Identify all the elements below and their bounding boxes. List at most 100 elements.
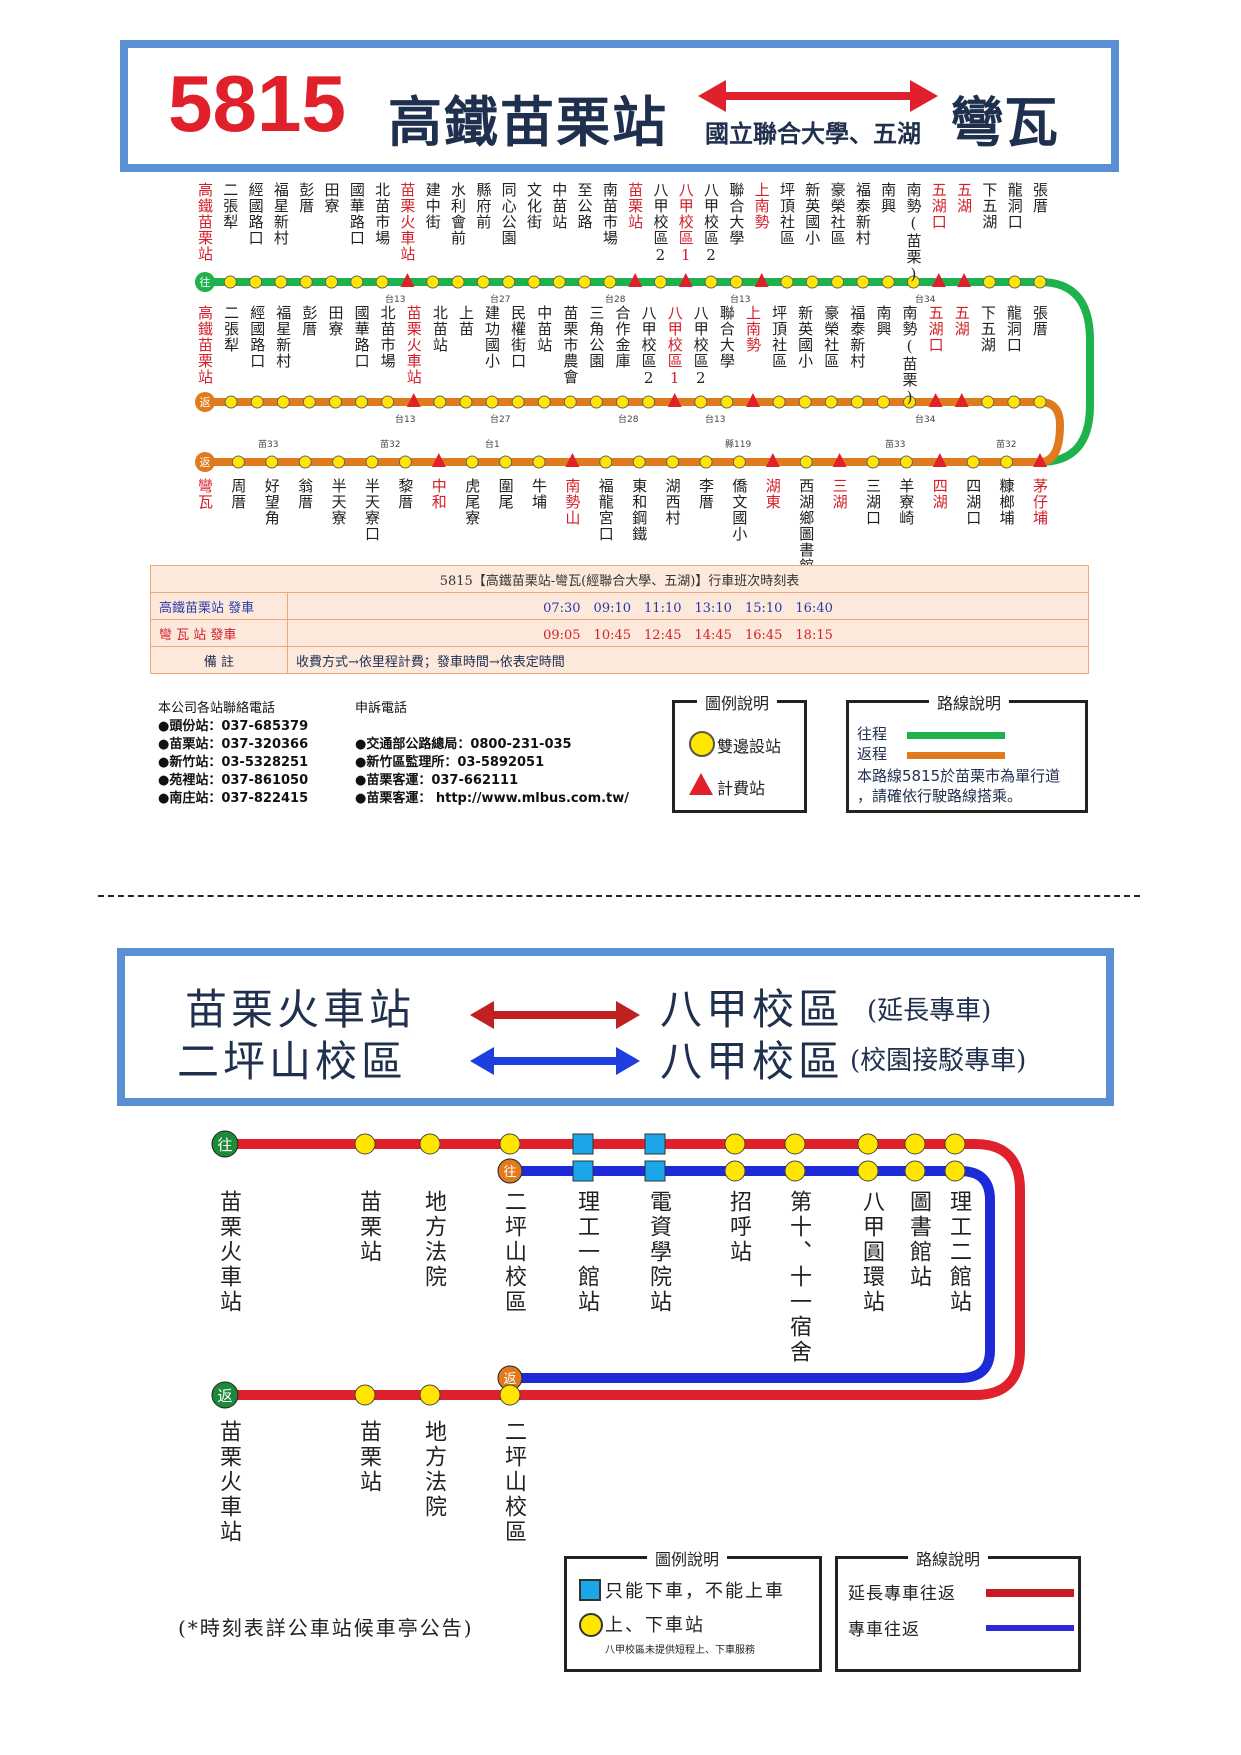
stop-label: 聯合大學 bbox=[717, 305, 736, 369]
stop-label: 經國路口 bbox=[248, 305, 267, 369]
stop-marker bbox=[772, 395, 786, 409]
schedule-table: 5815【高鐵苗栗站-彎瓦(經聯合大學、五湖)】行車班次時刻表 高鐵苗栗站 發車… bbox=[150, 565, 1089, 674]
route-header-box: 5815 高鐵苗栗站 國立聯合大學、五湖 彎瓦 bbox=[120, 40, 1119, 172]
stop-marker bbox=[398, 455, 412, 469]
stop-label: 南興 bbox=[879, 182, 898, 214]
legend-note: 八甲校區未提供短程上、下車服務 bbox=[605, 1645, 755, 1656]
stop-marker bbox=[694, 395, 708, 409]
stop-marker bbox=[944, 1133, 966, 1155]
legend-title: 圖例說明 bbox=[647, 1546, 728, 1570]
stop-marker bbox=[419, 1384, 441, 1406]
fare-stop-marker bbox=[954, 393, 969, 407]
stop-marker bbox=[527, 275, 541, 289]
stop-label: 建功國小 bbox=[483, 305, 502, 369]
svg-text:返: 返 bbox=[503, 1372, 516, 1387]
stop-label: 圍尾 bbox=[496, 478, 515, 510]
terminal-badge bbox=[195, 452, 215, 472]
complaint-item: ●交通部公路總局：0800-231-035 bbox=[355, 737, 572, 752]
stop-marker bbox=[354, 1384, 376, 1406]
stop-label: 八甲校區1 bbox=[676, 182, 695, 265]
stop-label: 第十、十一宿舍 bbox=[786, 1190, 811, 1365]
stop-label: 經國路口 bbox=[246, 182, 265, 246]
fare-stop-marker bbox=[932, 453, 947, 467]
fare-stop-marker bbox=[628, 273, 643, 287]
stop-label: 縣府前 bbox=[474, 182, 493, 230]
stop-marker bbox=[223, 275, 237, 289]
stop-marker bbox=[857, 1133, 879, 1155]
section-divider bbox=[98, 895, 1140, 897]
route-number: 5815 bbox=[168, 59, 346, 148]
stop-label: 福星新村 bbox=[271, 182, 290, 246]
route-legend-box: 路線說明 往程 返程 本路線5815於苗栗市為單行道 ，請確依行駛路線搭乘。 bbox=[846, 690, 1088, 813]
stop-label: 南興 bbox=[874, 305, 893, 337]
stop-label: 福龍宮口 bbox=[596, 478, 615, 542]
schedule-note: 收費方式→依里程計費；發車時間→依表定時間 bbox=[287, 646, 1089, 674]
stop-label: 東和鋼鐵 bbox=[630, 478, 649, 542]
stop-marker bbox=[563, 395, 577, 409]
stop-label: 張厝 bbox=[1031, 305, 1049, 337]
stop-marker bbox=[799, 455, 813, 469]
contacts-block: 本公司各站聯絡電話 ●頭份站：037-685379 ●苗栗站：037-32036… bbox=[158, 700, 308, 808]
stop-label: 南勢(苗栗) bbox=[904, 182, 923, 284]
stop-marker bbox=[603, 275, 617, 289]
schedule-label: 高鐵苗栗站 發車 bbox=[150, 592, 288, 620]
table-row: 高鐵苗栗站 發車 07:30 09:10 11:10 13:10 15:10 1… bbox=[150, 592, 1089, 620]
stop-marker bbox=[724, 1160, 746, 1182]
road-tag: 台28 bbox=[605, 295, 626, 305]
stop-label: 理工二館站 bbox=[946, 1190, 971, 1315]
legend-dropoff-label: 只能下車，不能上車 bbox=[605, 1581, 785, 1602]
blue-double-arrow-icon bbox=[470, 1047, 640, 1075]
stop-marker bbox=[876, 395, 890, 409]
stop-marker bbox=[653, 275, 667, 289]
svg-text:返: 返 bbox=[217, 1387, 232, 1405]
stop-marker bbox=[249, 275, 263, 289]
stop-label: 翁厝 bbox=[296, 478, 315, 510]
road-tag: 台27 bbox=[490, 295, 511, 305]
terminal-badge bbox=[211, 1381, 239, 1409]
road-tag: 縣119 bbox=[725, 440, 752, 450]
stop-label: 苗栗火車站 bbox=[216, 1420, 241, 1545]
contact-item: ●新竹站：03-5328251 bbox=[158, 755, 309, 770]
stop-label: 南勢山 bbox=[563, 478, 582, 526]
schedule-label: 備 註 bbox=[150, 646, 288, 674]
stop-label: 羊寮崎 bbox=[897, 478, 916, 526]
stop-marker bbox=[831, 275, 845, 289]
fare-stop-marker bbox=[565, 453, 580, 467]
route-map-lines: 往返返 bbox=[195, 272, 1094, 472]
stop-marker bbox=[798, 395, 812, 409]
stop-marker bbox=[666, 455, 680, 469]
stop-marker bbox=[274, 275, 288, 289]
stop-label: 南苗市場 bbox=[600, 182, 619, 246]
stop-label: 苗栗市農會 bbox=[561, 305, 580, 385]
stop-marker bbox=[499, 1384, 521, 1406]
footnote: (*時刻表詳公車站候車亭公告) bbox=[178, 1616, 474, 1640]
stop-marker bbox=[866, 455, 880, 469]
stop-label: 苗栗站 bbox=[356, 1190, 381, 1265]
stop-marker bbox=[433, 395, 447, 409]
dropoff-only-marker bbox=[572, 1133, 594, 1155]
stop-marker bbox=[276, 395, 290, 409]
legend-fare-label: 計費站 bbox=[717, 779, 766, 798]
stop-marker bbox=[699, 455, 713, 469]
route-origin: 高鐵苗栗站 bbox=[388, 91, 668, 154]
stop-marker bbox=[732, 455, 746, 469]
stop-label: 上苗 bbox=[456, 305, 475, 337]
stop-marker bbox=[805, 275, 819, 289]
stop-marker bbox=[1033, 275, 1047, 289]
stop-marker bbox=[419, 1133, 441, 1155]
stop-marker bbox=[903, 395, 917, 409]
road-tag: 台34 bbox=[915, 415, 936, 425]
route-legend-box: 路線說明 延長專車往返 專車往返 bbox=[835, 1546, 1081, 1672]
fare-stop-marker bbox=[400, 273, 415, 287]
stop-marker bbox=[231, 455, 245, 469]
return-line bbox=[907, 752, 1005, 759]
stop-label: 北苗站 bbox=[430, 305, 449, 353]
stop-label: 二坪山校區 bbox=[501, 1420, 526, 1545]
stop-label: 苗栗火車站 bbox=[216, 1190, 241, 1315]
stop-marker bbox=[904, 1160, 926, 1182]
route-legend-title: 路線說明 bbox=[929, 690, 1010, 714]
shuttle-note-2: (校園接駁專車) bbox=[850, 1046, 1027, 1076]
stop-label: 田寮 bbox=[322, 182, 341, 214]
schedule-times: 09:05 10:45 12:45 14:45 16:45 18:15 bbox=[287, 619, 1089, 647]
stop-label: 田寮 bbox=[326, 305, 345, 337]
